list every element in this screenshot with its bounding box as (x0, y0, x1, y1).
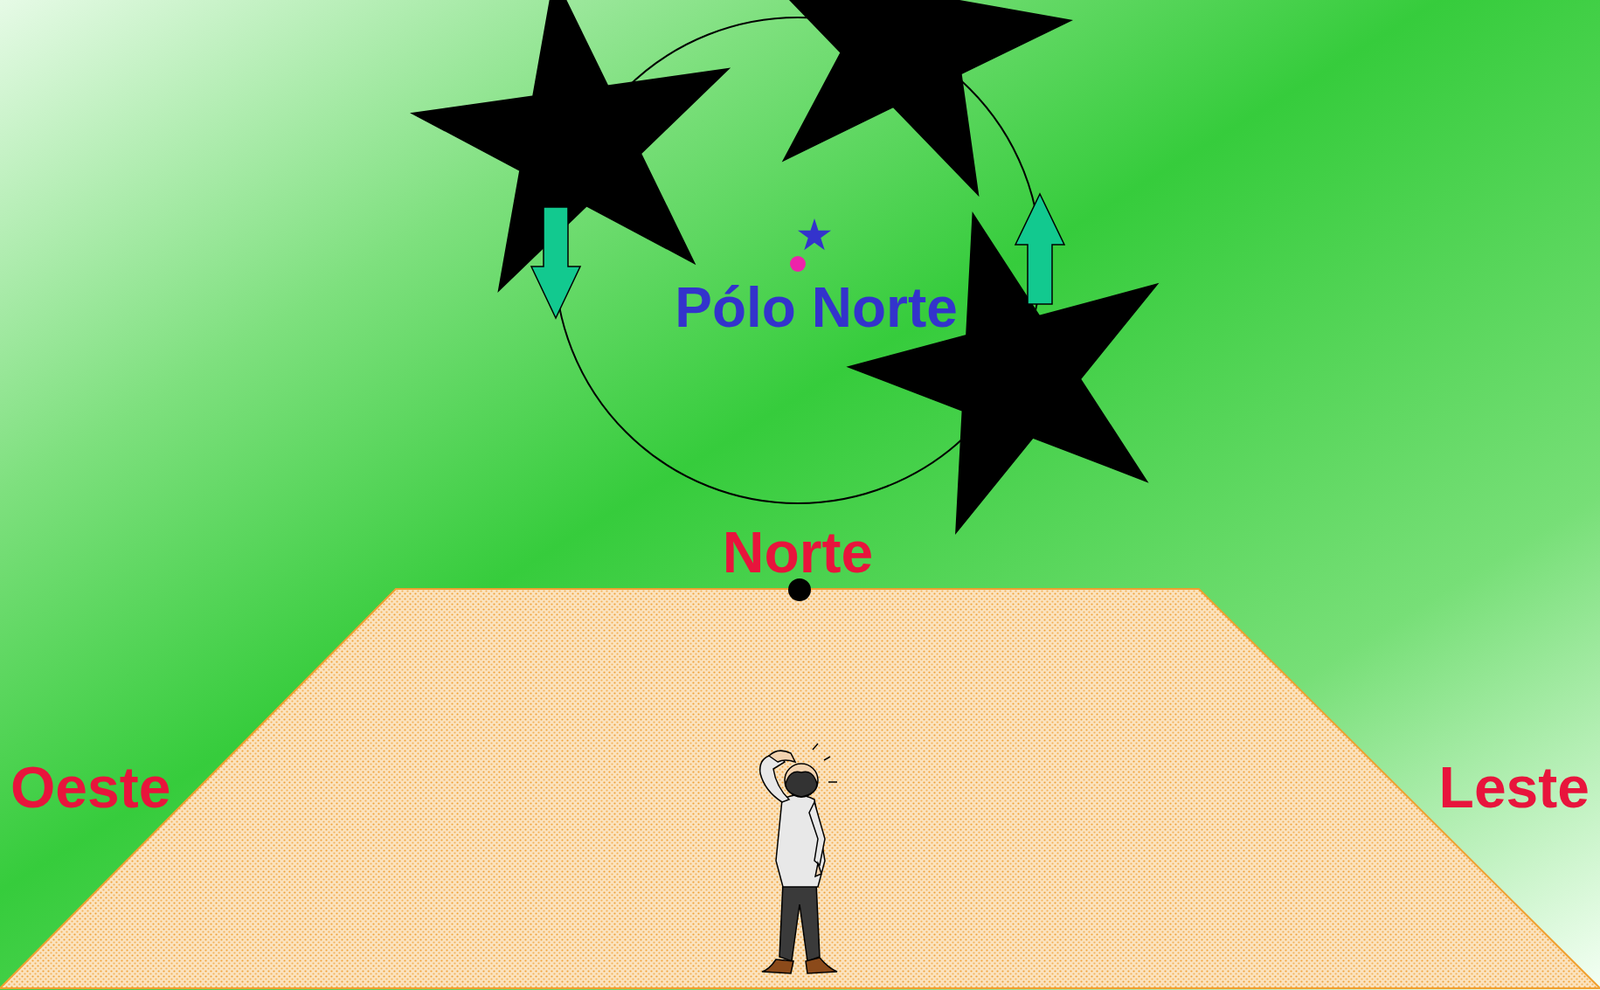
direction-label: Leste (1439, 755, 1590, 820)
pole-star (797, 218, 832, 250)
pole-label: Pólo Norte (674, 277, 958, 339)
direction-label: Oeste (10, 755, 171, 820)
observer-figure (760, 743, 838, 974)
red-star (969, 326, 1062, 417)
direction-label: Norte (722, 520, 873, 585)
red-star (533, 96, 620, 181)
celestial-pole-dot (789, 256, 806, 272)
up-arrow (1015, 193, 1065, 305)
down-arrow (531, 207, 581, 319)
red-star (860, 0, 949, 83)
ground (0, 588, 1600, 989)
